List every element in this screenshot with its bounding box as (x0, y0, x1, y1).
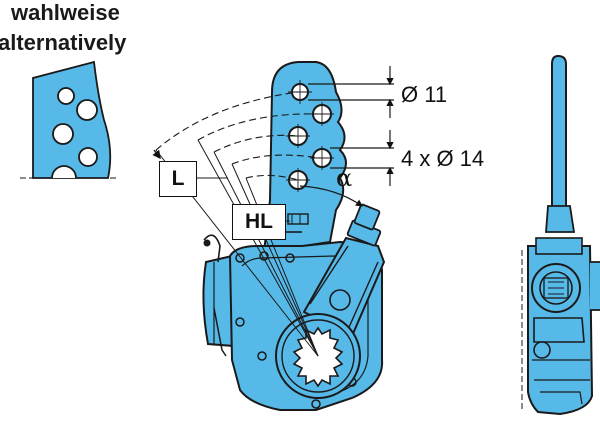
alt-hole-2 (76, 99, 98, 121)
dimension-hole-large: 4 x Ø 14 (401, 146, 485, 171)
lever-radius-lines (155, 139, 319, 357)
lever-length-label: L (159, 161, 197, 197)
header-line-german: wahlweise (11, 0, 120, 25)
spline-bore (292, 326, 344, 388)
lever-arc-lines (155, 91, 321, 181)
slack-adjuster-side-view (521, 54, 600, 416)
alt-hole-1 (57, 87, 75, 105)
header-line-english: alternatively (0, 30, 127, 55)
alternative-arm-detail (20, 60, 118, 179)
dimension-lines (308, 66, 394, 186)
angle-alpha-label: α (336, 164, 353, 192)
slack-adjuster-front-view (202, 61, 386, 411)
dimension-hole-small: Ø 11 (401, 82, 448, 107)
alt-hole-3 (52, 123, 74, 145)
alt-hole-4 (78, 147, 98, 167)
hole-lever-label: HL (232, 204, 286, 240)
